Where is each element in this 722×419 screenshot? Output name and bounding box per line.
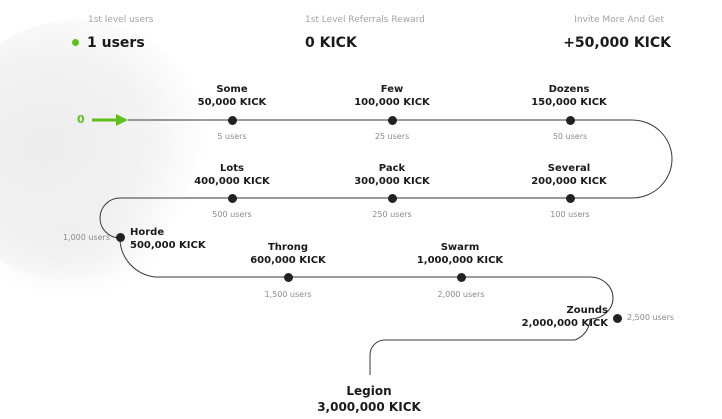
reward-value: 0 KICK (305, 35, 357, 51)
milestone-users: 50 users (552, 132, 588, 141)
milestone-name: Several (547, 163, 591, 174)
milestone-swarm: Swarm 1,000,000 KICK (410, 241, 510, 267)
milestone-name: Some (216, 84, 248, 95)
milestone-dot (388, 194, 397, 203)
milestone-zounds: Zounds 2,000,000 KICK (508, 304, 608, 330)
milestone-reward: 400,000 KICK (194, 176, 270, 187)
milestone-dot (284, 273, 293, 282)
milestone-users: 100 users (550, 210, 590, 219)
milestone-users: 5 users (217, 132, 247, 141)
milestone-reward: 150,000 KICK (531, 97, 607, 108)
status-dot-icon (72, 39, 79, 46)
milestone-dot (228, 116, 237, 125)
level-users-value: 1 users (87, 35, 145, 51)
milestone-name: Pack (378, 163, 406, 174)
milestone-name: Few (380, 84, 404, 95)
milestone-name: Throng (267, 242, 309, 253)
milestone-users: 250 users (372, 210, 412, 219)
milestone-reward: 600,000 KICK (250, 255, 326, 266)
reward-label: 1st Level Referrals Reward (305, 15, 425, 25)
milestone-users: 1,500 users (264, 290, 312, 299)
milestone-dot (116, 233, 125, 242)
milestone-lots: Lots 400,000 KICK (187, 162, 277, 188)
milestone-name: Legion (346, 384, 392, 398)
milestone-name: Lots (220, 163, 244, 174)
milestone-throng: Throng 600,000 KICK (243, 241, 333, 267)
milestone-reward: 200,000 KICK (531, 176, 607, 187)
milestone-reward: 2,000,000 KICK (521, 318, 608, 329)
milestone-dot (566, 194, 575, 203)
milestone-users: 2,500 users (627, 313, 675, 322)
background-decoration (0, 160, 170, 300)
milestone-dot (228, 194, 237, 203)
milestone-name: Horde (130, 227, 165, 238)
milestone-name: Dozens (548, 84, 590, 95)
level-users-label: 1st level users (88, 15, 154, 25)
milestone-pack: Pack 300,000 KICK (347, 162, 437, 188)
milestone-dozens: Dozens 150,000 KICK (524, 83, 614, 109)
start-value: 0 (77, 113, 85, 126)
milestone-dot (457, 273, 466, 282)
invite-value: +50,000 KICK (563, 35, 671, 51)
milestone-dot (566, 116, 575, 125)
milestone-users: 1,000 users (62, 233, 110, 242)
milestone-several: Several 200,000 KICK (524, 162, 614, 188)
milestone-some: Some 50,000 KICK (187, 83, 277, 109)
milestone-reward: 3,000,000 KICK (317, 400, 421, 414)
start-arrow-icon (92, 114, 128, 126)
milestone-dot (388, 116, 397, 125)
milestone-users: 500 users (212, 210, 252, 219)
milestone-users: 2,000 users (437, 290, 485, 299)
milestone-horde: Horde 500,000 KICK (130, 226, 206, 252)
milestone-dot (613, 314, 622, 323)
invite-label: Invite More And Get (574, 15, 664, 25)
milestone-reward: 300,000 KICK (354, 176, 430, 187)
milestone-legion: Legion 3,000,000 KICK (309, 383, 429, 415)
milestone-reward: 100,000 KICK (354, 97, 430, 108)
milestone-reward: 50,000 KICK (197, 97, 267, 108)
milestone-users: 25 users (374, 132, 410, 141)
milestone-few: Few 100,000 KICK (347, 83, 437, 109)
milestone-name: Zounds (566, 305, 608, 316)
milestone-reward: 1,000,000 KICK (416, 255, 504, 266)
milestone-name: Swarm (440, 242, 480, 253)
milestone-reward: 500,000 KICK (130, 240, 206, 251)
